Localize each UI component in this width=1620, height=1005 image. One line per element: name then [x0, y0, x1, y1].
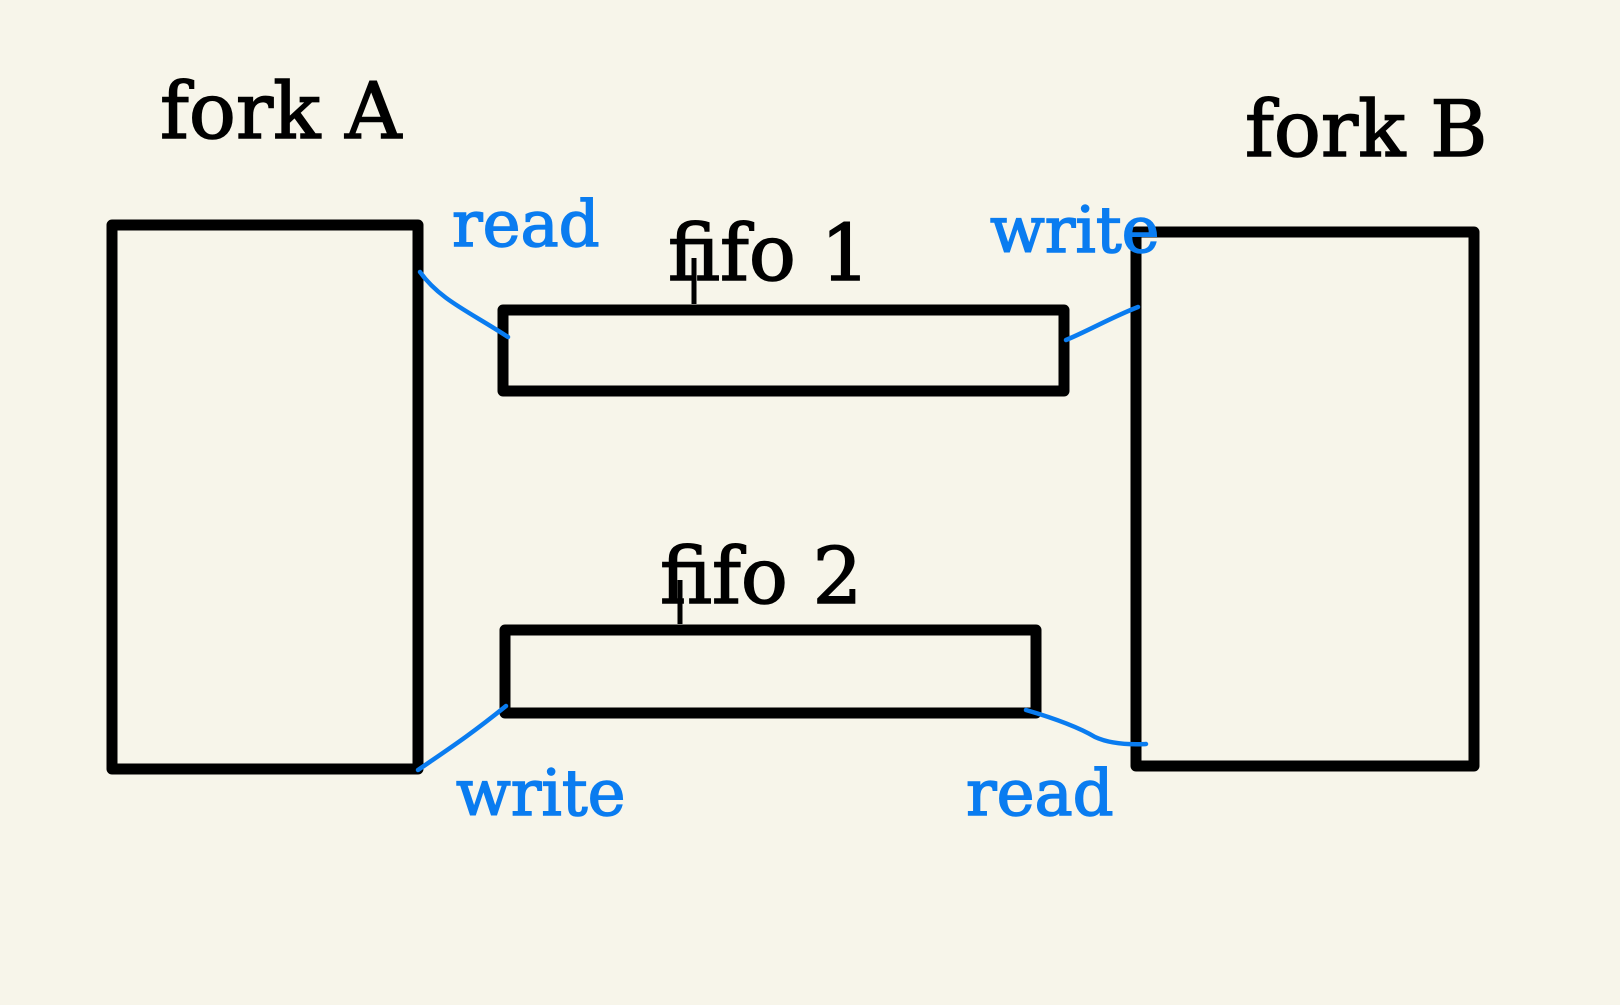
fork-b-label: fork B	[1245, 85, 1488, 175]
fifo-1-read-connector	[417, 269, 511, 340]
fifo-2-read-connector	[1023, 707, 1149, 747]
fifo-1-write-label: write	[990, 194, 1159, 268]
fifo-2-write-connector	[415, 703, 509, 773]
fork-b-box	[1130, 226, 1480, 772]
fifo-1-label: fifo 1	[668, 209, 870, 299]
fifo-2-write-label: write	[456, 757, 625, 831]
fifo-1-write-connector	[1063, 304, 1141, 343]
fifo-2-label: fifo 2	[660, 532, 862, 622]
fifo-2-box	[499, 624, 1042, 719]
fork-a-box	[106, 219, 424, 775]
fifo-1-box	[497, 304, 1070, 397]
fifo-1-read-label: read	[452, 188, 600, 262]
fork-a-label: fork A	[160, 67, 403, 157]
fifo-2-read-label: read	[966, 757, 1114, 831]
